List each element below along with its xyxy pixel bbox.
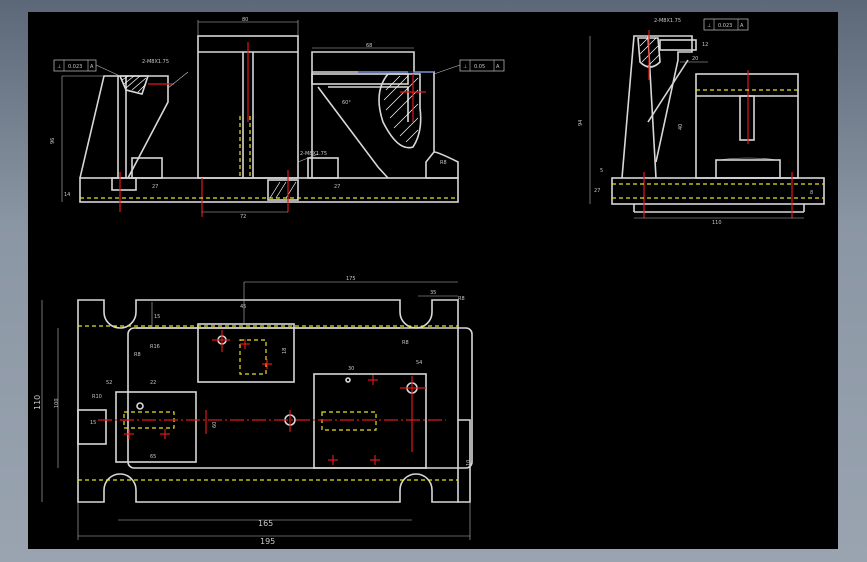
side-dim-5: 5 — [600, 168, 603, 174]
plan-view: 195 165 175 110 100 35 15 45 60 30 18 54… — [33, 276, 473, 546]
plan-dim-30: 30 — [348, 366, 354, 372]
side-dim-12: 12 — [702, 42, 708, 48]
plan-dim-35: 35 — [430, 290, 436, 296]
side-dim-110: 110 — [712, 220, 722, 226]
front-dim-top: 80 — [242, 17, 248, 23]
plan-dim-54: 54 — [416, 360, 422, 366]
plan-top-block — [197, 323, 295, 383]
tol-3-value: 0.023 — [718, 23, 732, 29]
plan-dim-110: 110 — [33, 395, 42, 410]
plan-radius-r8c: R8 — [402, 340, 409, 346]
plan-dim-18: 18 — [282, 348, 288, 354]
tol-1-datum: A — [90, 64, 94, 70]
plan-dim-45: 45 — [240, 304, 246, 310]
plan-dim-175: 175 — [346, 276, 356, 282]
tol-3-datum: A — [740, 23, 744, 29]
front-dim-27b: 27 — [334, 184, 340, 190]
plan-left-tab — [77, 409, 107, 445]
plan-radius-r8a: R8 — [134, 352, 141, 358]
front-dim-72: 72 — [240, 214, 246, 220]
side-upright — [621, 35, 657, 179]
tol-1-value: 0.023 — [68, 64, 82, 70]
plan-left-block — [115, 391, 197, 463]
plan-cross-marks — [124, 339, 380, 465]
front-hatch-right — [378, 73, 422, 149]
cad-drawing: ⊥ 0.023 A ⊥ 0.05 A 80 72 96 68 14 27 27 … — [33, 17, 825, 546]
side-diagonal — [647, 59, 689, 123]
plan-dim-195: 195 — [260, 537, 275, 546]
front-bolt-left — [111, 177, 137, 191]
plan-dim-165: 165 — [258, 519, 273, 528]
front-arm-inner — [328, 86, 409, 122]
front-center-block — [197, 35, 299, 179]
side-view: ⊥ 0.023 A 2-M8X1.75 110 94 20 12 40 27 5… — [578, 18, 825, 226]
plan-dim-65: 65 — [150, 454, 156, 460]
front-arm-brace — [317, 86, 389, 179]
side-dim-40: 40 — [678, 124, 684, 130]
plan-dim-10: 10 — [466, 460, 472, 466]
plan-radius-r16: R16 — [150, 344, 160, 350]
plan-hidden-slot-right — [321, 411, 377, 431]
plan-right-tab — [458, 419, 471, 503]
front-right-lug — [426, 151, 459, 179]
plan-hidden-top-block — [239, 339, 267, 375]
side-hatch — [637, 37, 661, 68]
plan-dim-60: 60 — [212, 422, 218, 428]
side-upright-head — [648, 35, 693, 163]
plan-dim-22: 22 — [150, 380, 156, 386]
side-dim-27: 27 — [594, 188, 600, 194]
front-hatch-bottom-lines — [269, 181, 297, 199]
tol-2-value: 0.05 — [474, 64, 485, 70]
front-hatch-left-lines — [121, 75, 147, 93]
side-dim-94: 94 — [578, 120, 584, 126]
front-inner-box-1 — [131, 157, 163, 179]
side-tolerance-frame: ⊥ 0.023 A — [703, 18, 749, 31]
plan-hole-3 — [136, 402, 144, 410]
side-lower-box — [715, 159, 781, 179]
side-dim-20: 20 — [692, 56, 698, 62]
front-dim-96: 96 — [50, 138, 56, 144]
front-tolerance-frame-2: ⊥ 0.05 A — [433, 59, 505, 75]
front-left-rib — [79, 75, 119, 179]
plan-radius-r10: R10 — [92, 394, 102, 400]
side-hatch-lines — [639, 37, 661, 67]
plan-dim-15b: 15 — [90, 420, 96, 426]
tol-1-symbol: ⊥ — [57, 64, 61, 70]
tol-2-datum: A — [496, 64, 500, 70]
cad-drawing-area[interactable]: ⊥ 0.023 A ⊥ 0.05 A 80 72 96 68 14 27 27 … — [28, 12, 838, 549]
front-angle: 60° — [342, 100, 351, 106]
side-top-tab — [659, 39, 697, 51]
plan-radius-r8b: R8 — [458, 296, 465, 302]
front-thread-1: 2-M8X1.75 — [142, 59, 169, 65]
plan-dim-15: 15 — [154, 314, 160, 320]
front-view: ⊥ 0.023 A ⊥ 0.05 A 80 72 96 68 14 27 27 … — [50, 17, 505, 220]
side-thread: 2-M8X1.75 — [654, 18, 681, 24]
front-dim-68: 68 — [366, 43, 372, 49]
side-wave — [717, 157, 779, 161]
side-dim-8: 8 — [810, 190, 813, 196]
front-dim-14: 14 — [64, 192, 70, 198]
side-slot — [739, 95, 755, 141]
front-hatch-left — [118, 75, 150, 95]
tol-3-symbol: ⊥ — [707, 23, 711, 29]
plan-hole-5 — [345, 377, 351, 383]
plan-inner-rail — [127, 327, 473, 469]
front-r-label: R8 — [440, 160, 447, 166]
tol-2-symbol: ⊥ — [463, 64, 467, 70]
front-thread-leader — [167, 71, 189, 89]
front-hatch-bottom — [267, 179, 299, 201]
plan-outline — [77, 299, 459, 503]
front-thread-leader-2 — [297, 153, 319, 163]
front-arm-flange — [311, 73, 409, 85]
front-dim-27a: 27 — [152, 184, 158, 190]
plan-dim-100: 100 — [54, 398, 60, 408]
front-inner-box-2 — [307, 157, 339, 179]
plan-dim-52: 52 — [106, 380, 112, 386]
plan-right-block — [313, 373, 427, 469]
front-tolerance-frame-1: ⊥ 0.023 A — [53, 59, 121, 77]
front-thread-2: 2-M8X1.75 — [300, 151, 327, 157]
